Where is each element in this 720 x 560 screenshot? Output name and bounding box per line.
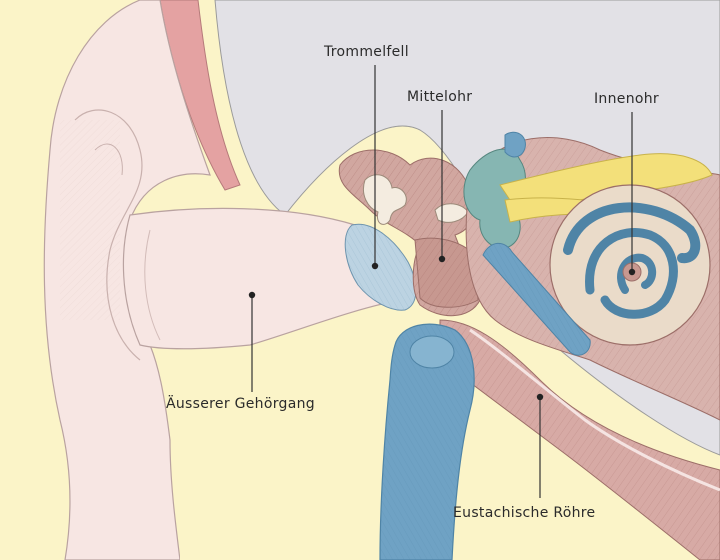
tube-cartilage-opening <box>409 335 455 369</box>
auricle-shading <box>60 120 120 320</box>
cochlea-spiral-mid <box>585 227 678 319</box>
label-eustachische-roehre: Eustachische Röhre <box>453 505 596 521</box>
lower-tissue-outline <box>170 360 400 560</box>
cochlea-spiral-outer <box>563 202 701 264</box>
ear-canal <box>122 207 401 350</box>
label-aeusserer-gehoergang: Äusserer Gehörgang <box>166 396 315 412</box>
leader-dots <box>248 255 636 401</box>
ear-canal-inner-line <box>144 229 161 341</box>
tympanic-membrane-hatch <box>345 224 416 311</box>
middle-ear-bone-block-hatch <box>415 238 478 308</box>
dot-mittelohr <box>438 255 446 263</box>
dot-innenohr <box>628 268 636 276</box>
dot-gehoergang <box>248 291 256 299</box>
dot-eustachische <box>536 393 544 401</box>
cochlea-spiral-inner <box>617 253 657 294</box>
eustachian-tube-lumen <box>469 328 720 492</box>
leader-lines <box>251 65 633 498</box>
semicircular-canal <box>504 131 526 158</box>
tube-cartilage-hatch <box>380 324 475 560</box>
label-mittelohr: Mittelohr <box>407 89 473 105</box>
label-innenohr: Innenohr <box>594 91 659 107</box>
label-trommelfell: Trommelfell <box>324 44 409 60</box>
internal-canal-hatch <box>483 243 591 356</box>
dot-trommelfell <box>371 262 379 270</box>
eustachian-tube-hatch <box>440 320 720 560</box>
